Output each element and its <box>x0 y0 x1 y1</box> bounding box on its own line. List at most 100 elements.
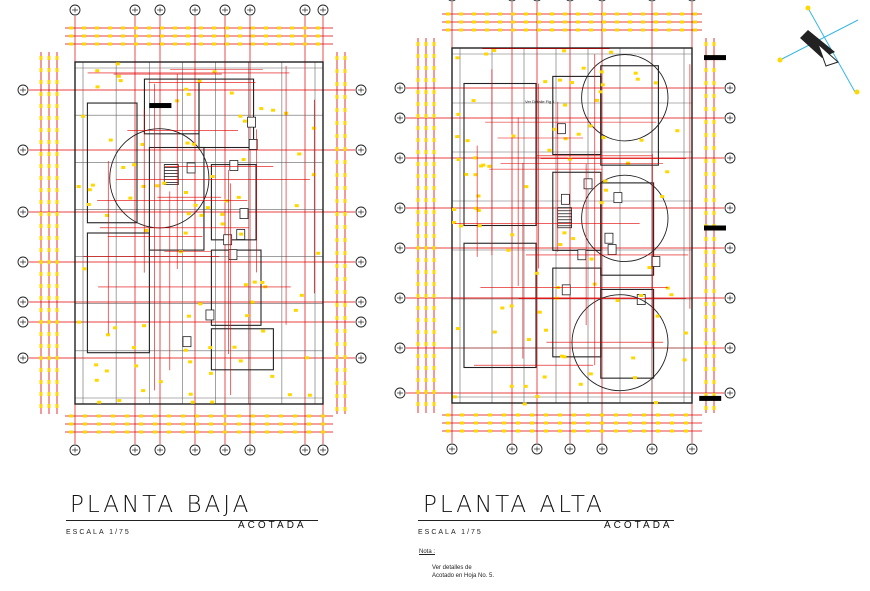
dimension-tick <box>335 199 339 203</box>
dimension-mark <box>76 185 81 189</box>
dimension-mark <box>243 283 248 287</box>
dimension-tick <box>416 294 420 298</box>
axis-bubble-icon <box>688 0 696 2</box>
axis-bubble-icon <box>724 112 736 124</box>
dimension-tick <box>343 134 347 138</box>
note-line-1: Ver detalles de <box>432 565 472 571</box>
dimension-mark <box>261 329 266 333</box>
axis-bubble-icon <box>448 0 456 2</box>
dimension-tick <box>47 152 51 156</box>
dimension-mark <box>94 363 99 367</box>
dimension-tick <box>712 367 716 371</box>
dimension-tick <box>167 414 171 418</box>
dimension-tick <box>55 308 59 312</box>
dimension-mark <box>90 183 95 187</box>
axis-bubble-icon <box>724 152 736 164</box>
dimension-tick <box>563 12 567 16</box>
dimension-tick <box>424 354 428 358</box>
dimension-tick <box>424 342 428 346</box>
dimension-tick <box>586 413 590 417</box>
axis-bubble-circle <box>566 0 574 2</box>
dimension-tick <box>181 430 185 434</box>
dimension-tick <box>335 108 339 112</box>
dimension-mark <box>492 49 497 53</box>
axis-bubble-icon <box>394 387 406 399</box>
dimension-tick <box>680 28 684 32</box>
dimension-tick <box>55 332 59 336</box>
dimension-tick <box>95 26 99 30</box>
dimension-tick <box>343 212 347 216</box>
plan-acotada-baja: ACOTADA <box>238 520 307 531</box>
dimension-tick <box>303 26 307 30</box>
dimension-tick <box>680 20 684 24</box>
dimension-tick <box>39 116 43 120</box>
dimension-tick <box>712 159 716 163</box>
axis-bubble-circle <box>648 0 656 2</box>
dimension-mark <box>625 161 630 165</box>
axis-bubble-icon <box>533 0 541 2</box>
dimension-tick <box>335 212 339 216</box>
axis-bubble-icon <box>724 292 736 304</box>
dimension-tick <box>712 120 716 124</box>
dimension-tick <box>39 368 43 372</box>
dimension-mark <box>104 369 109 373</box>
dimension-mark <box>473 206 478 210</box>
dimension-tick <box>474 413 478 417</box>
dimension-tick <box>134 42 138 46</box>
dimension-mark <box>113 326 118 330</box>
room-wall <box>600 65 659 166</box>
dimension-tick <box>550 28 554 32</box>
title-underline-baja <box>66 520 318 521</box>
dimension-tick <box>424 102 428 106</box>
plan-scale-baja: ESCALA 1/75 <box>66 529 131 536</box>
dimension-tick <box>424 222 428 226</box>
dimension-tick <box>343 316 347 320</box>
dimension-mark <box>604 188 609 192</box>
axis-bubble-icon <box>17 316 29 328</box>
dimension-tick <box>654 12 658 16</box>
dimension-tick <box>134 26 138 30</box>
dimension-tick <box>459 12 463 16</box>
dimension-tick <box>307 430 311 434</box>
detail-circle <box>581 174 669 263</box>
dimension-mark <box>598 90 603 94</box>
dimension-tick <box>343 95 347 99</box>
dimension-tick <box>186 42 190 46</box>
dimension-tick <box>69 34 73 38</box>
dimension-tick <box>424 210 428 214</box>
dimension-mark <box>297 152 302 156</box>
dimension-tick <box>55 92 59 96</box>
dimension-mark <box>635 77 640 81</box>
dimension-tick <box>277 42 281 46</box>
dimension-tick <box>641 20 645 24</box>
dimension-tick <box>704 302 708 306</box>
dimension-tick <box>424 90 428 94</box>
dimension-tick <box>39 164 43 168</box>
dimension-tick <box>335 368 339 372</box>
dimension-tick <box>424 270 428 274</box>
dimension-tick <box>704 146 708 150</box>
dimension-tick <box>670 413 674 417</box>
dimension-tick <box>47 332 51 336</box>
dimension-tick <box>432 150 436 154</box>
stair <box>163 164 179 186</box>
fixture <box>604 232 614 244</box>
dimension-tick <box>654 20 658 24</box>
dimension-mark <box>87 188 92 192</box>
dimension-tick <box>95 42 99 46</box>
dimension-tick <box>251 422 255 426</box>
dimension-tick <box>55 152 59 156</box>
axis-bubble-icon <box>648 0 656 2</box>
dimension-tick <box>55 236 59 240</box>
dimension-mark <box>245 314 250 318</box>
dimension-mark <box>210 174 215 178</box>
dimension-tick <box>712 172 716 176</box>
dimension-tick <box>432 198 436 202</box>
dimension-tick <box>343 199 347 203</box>
dimension-mark <box>639 294 644 298</box>
dimension-tick <box>147 34 151 38</box>
dimension-tick <box>446 20 450 24</box>
dimension-tick <box>264 26 268 30</box>
dimension-tick <box>343 355 347 359</box>
dimension-tick <box>47 212 51 216</box>
